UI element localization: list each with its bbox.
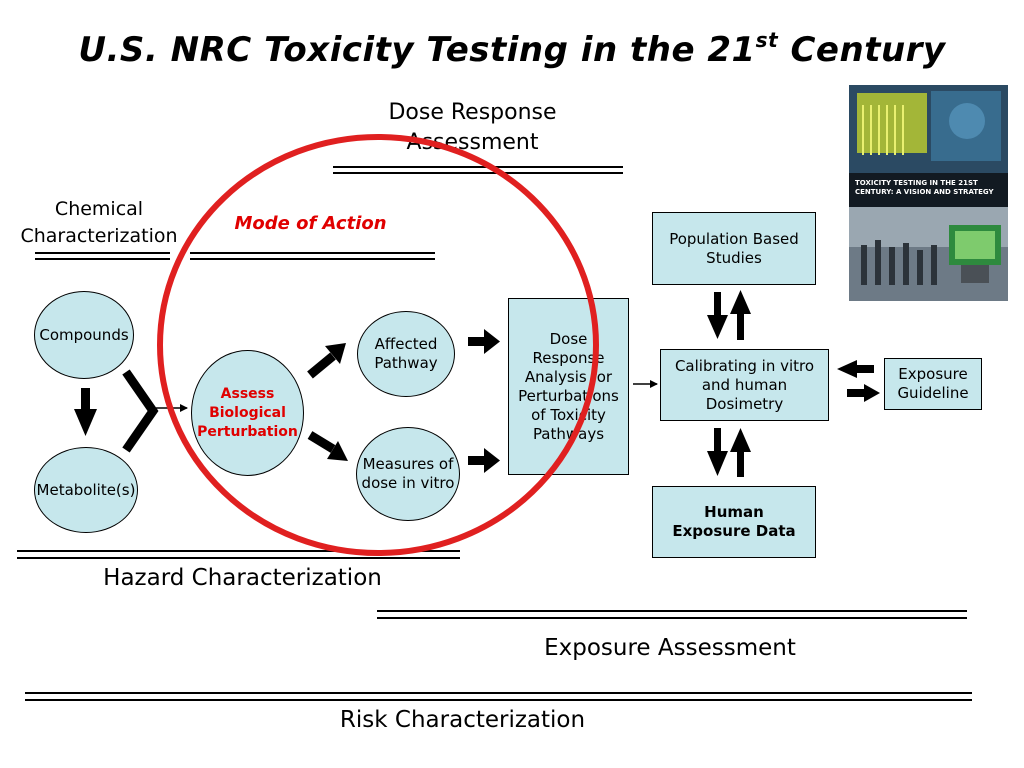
arrow-affected-to-dose-response [468,329,500,354]
mode-of-action-label: Mode of Action [234,213,387,234]
arrow-assess-to-affected [307,343,346,379]
book-cover-art [849,85,1008,301]
book-cover-image: TOXICITY TESTING IN THE 21ST CENTURY: A … [849,85,1008,301]
arrow-assess-to-measures [307,431,348,461]
assess-label: Assess Biological Perturbation [197,385,298,440]
affected-pathway-node: Affected Pathway [357,311,455,397]
metabolites-label: Metabolite(s) [36,480,136,499]
risk-characterization-label: Risk Characterization [339,707,586,733]
measures-dose-node: Measures of dose in vitro [356,427,460,521]
exposure-guideline-label: Exposure Guideline [897,365,969,402]
title-sup: st [755,28,779,52]
chemical-characterization-label: Chemical Characterization [20,198,178,247]
mode-of-action-highlight-circle [157,134,599,556]
merge-bracket [122,369,159,453]
arrow-population-down [707,292,728,339]
measures-dose-label: Measures of dose in vitro [361,455,455,492]
dose-response-divider [333,166,623,174]
title-tail: Century [778,30,946,70]
human-exposure-data-node: Human Exposure Data [652,486,816,558]
human-exposure-label: Human Exposure Data [672,503,796,540]
affected-pathway-label: Affected Pathway [374,335,438,372]
hazard-characterization-label: Hazard Characterization [103,565,382,591]
book-cover-title: TOXICITY TESTING IN THE 21ST CENTURY: A … [855,179,994,196]
arrow-calibrating-up [730,290,751,340]
exposure-divider [377,610,967,619]
population-studies-label: Population Based Studies [669,229,799,267]
calibrating-label: Calibrating in vitro and human Dosimetry [674,356,815,413]
population-studies-node: Population Based Studies [652,212,816,285]
compounds-label: Compounds [39,325,129,344]
arrow-human-exposure-up [730,428,751,477]
exposure-assessment-label: Exposure Assessment [544,635,796,661]
compounds-node: Compounds [34,291,134,379]
chemical-divider [35,252,170,260]
arrow-calibrating-down [707,428,728,476]
hazard-divider [17,550,460,559]
title-main: U.S. NRC Toxicity Testing in the 21 [78,30,756,70]
calibrating-dosimetry-node: Calibrating in vitro and human Dosimetry [660,349,829,421]
page-title: U.S. NRC Toxicity Testing in the 21st Ce… [0,28,1024,70]
arrow-calibrating-to-guideline [847,384,880,402]
mode-of-action-divider [190,252,435,260]
exposure-guideline-node: Exposure Guideline [884,358,982,410]
arrow-guideline-to-calibrating [837,360,874,378]
risk-divider [25,692,972,701]
metabolites-node: Metabolite(s) [34,447,138,533]
arrow-compounds-to-metabolites [74,388,97,436]
assess-biological-perturbation-node: Assess Biological Perturbation [191,350,304,476]
arrow-measures-to-dose-response [468,448,500,473]
